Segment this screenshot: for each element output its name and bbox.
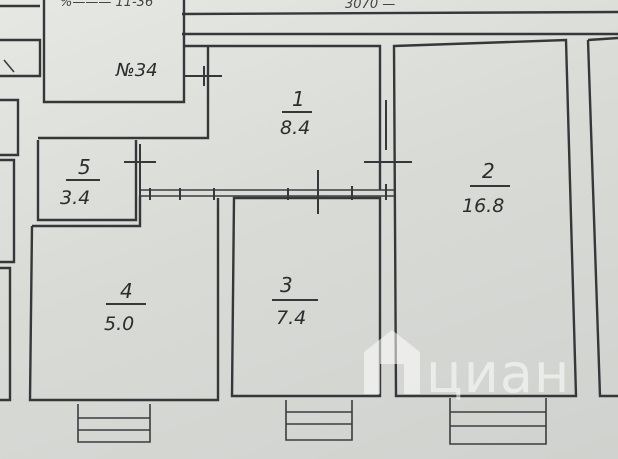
watermark-text: циан (426, 342, 570, 405)
room-4-area: 5.0 (104, 313, 134, 335)
room-3-area: 7.4 (276, 307, 306, 329)
room-5-number: 5 (78, 155, 91, 179)
room-2-number: 2 (482, 159, 495, 183)
top-fragment-left: %——— 11-36 (60, 0, 153, 10)
room-1-number: 1 (292, 87, 305, 111)
room-2-area: 16.8 (462, 195, 504, 217)
apartment-label: №34 (115, 60, 158, 81)
room-5-area: 3.4 (60, 187, 90, 209)
room-1-area: 8.4 (280, 117, 310, 139)
room-4-number: 4 (120, 279, 133, 303)
door-marks (124, 66, 412, 214)
cian-house-logo-icon (364, 330, 420, 394)
top-fragment-right: 3070 — (345, 0, 395, 12)
room-3-number: 3 (280, 273, 293, 297)
watermark: циан (364, 330, 570, 405)
